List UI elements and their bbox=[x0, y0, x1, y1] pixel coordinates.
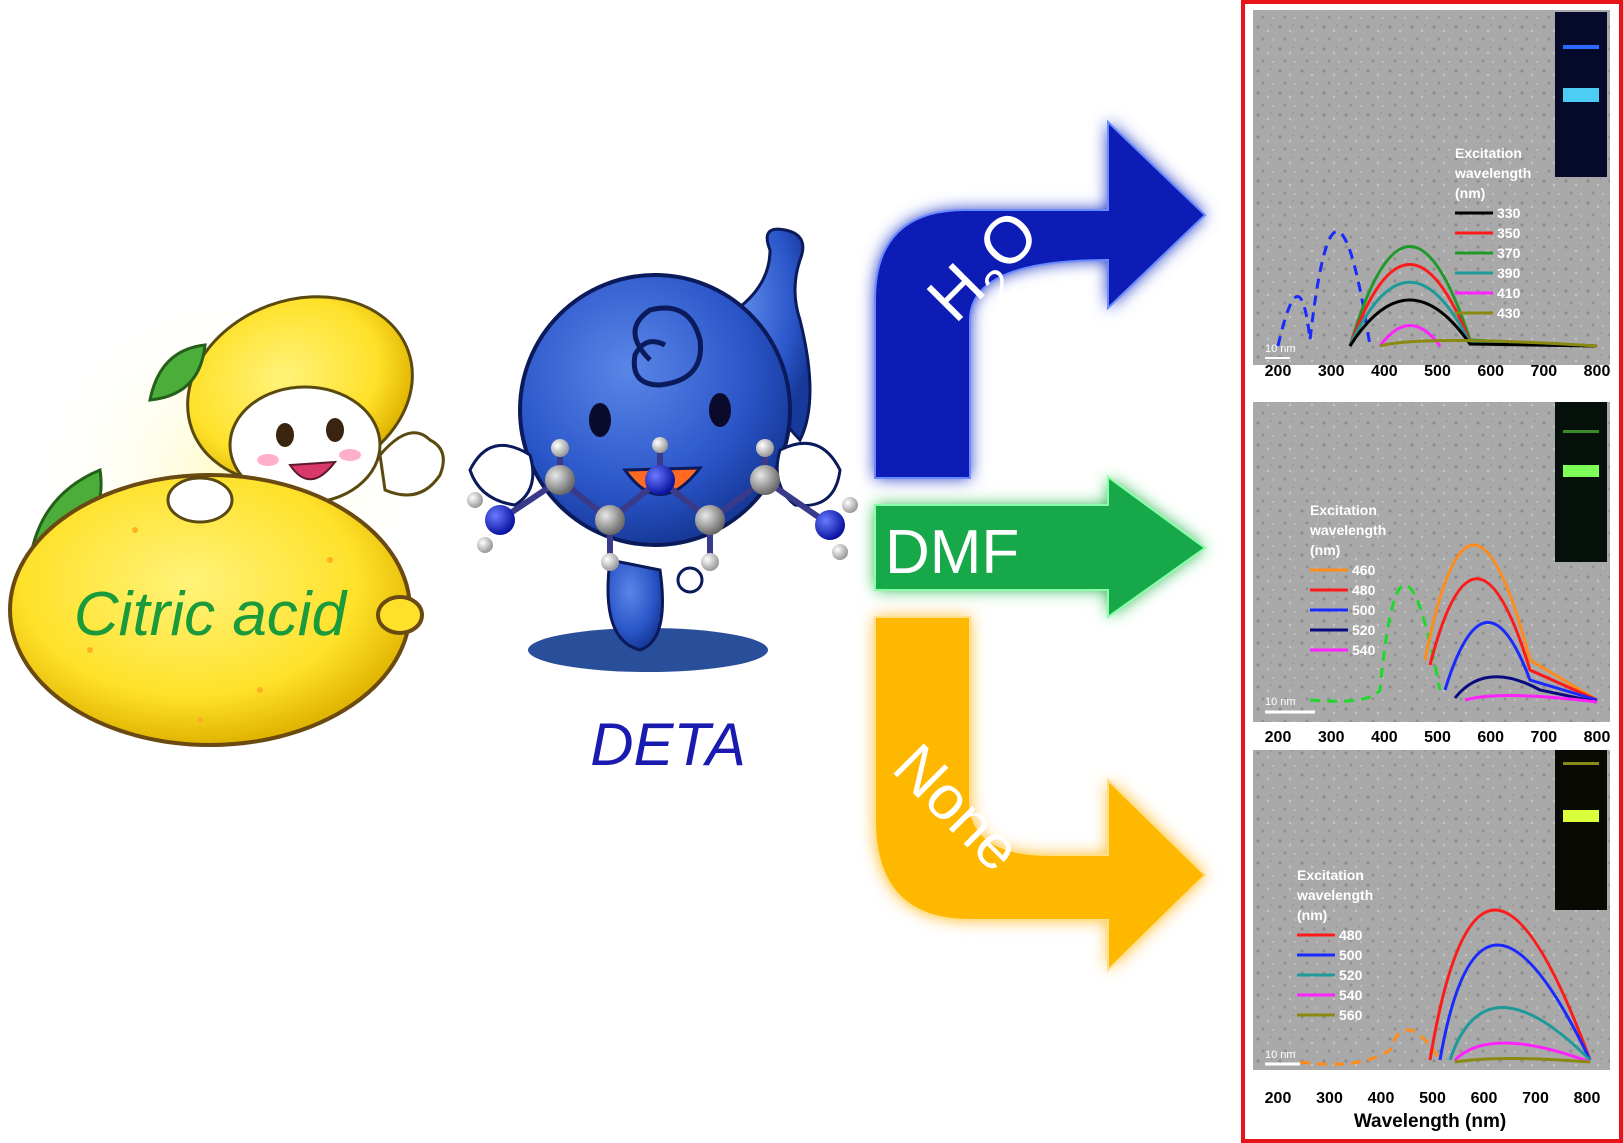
x-tick-label: 300 bbox=[1318, 363, 1345, 380]
x-tick-label: 600 bbox=[1477, 363, 1504, 380]
spectra-h2o bbox=[1276, 230, 1598, 348]
x-tick-label: 800 bbox=[1584, 729, 1611, 746]
x-tick-row-none: 200 300 400 500 600 700 800 bbox=[1265, 1090, 1601, 1107]
x-tick-label: 700 bbox=[1530, 729, 1557, 746]
x-tick-label: 700 bbox=[1530, 363, 1557, 380]
legend-entry-label: 540 bbox=[1339, 987, 1363, 1003]
x-tick-row-dmf: 200 300 400 500 600 700 800 bbox=[1265, 729, 1611, 746]
legend-entry-label: 560 bbox=[1339, 1007, 1363, 1023]
x-tick-label: 600 bbox=[1477, 729, 1504, 746]
legend-title-line: Excitation bbox=[1310, 502, 1377, 518]
legend-entry-label: 540 bbox=[1352, 642, 1376, 658]
legend-entry-label: 480 bbox=[1352, 582, 1376, 598]
legend-title-line: Excitation bbox=[1455, 145, 1522, 161]
legend-title-line: (nm) bbox=[1310, 542, 1340, 558]
x-tick-label: 800 bbox=[1574, 1090, 1601, 1107]
tem-image-none bbox=[1253, 750, 1610, 1070]
legend-entry-label: 410 bbox=[1497, 285, 1521, 301]
citric-acid-mascot: Citric acid bbox=[8, 290, 445, 747]
x-tick-label: 300 bbox=[1316, 1090, 1343, 1107]
dmf-arrow bbox=[874, 475, 1207, 619]
x-tick-label: 200 bbox=[1265, 1090, 1292, 1107]
x-tick-label: 800 bbox=[1584, 363, 1611, 380]
legend-title-line: wavelength bbox=[1454, 165, 1531, 181]
legend-title-line: (nm) bbox=[1455, 185, 1485, 201]
x-tick-label: 500 bbox=[1424, 363, 1451, 380]
legend-title-line: Excitation bbox=[1297, 867, 1364, 883]
tem-image-dmf bbox=[1253, 402, 1610, 722]
legend-entry-label: 460 bbox=[1352, 562, 1376, 578]
x-tick-label: 200 bbox=[1265, 363, 1292, 380]
none-arrow bbox=[874, 616, 1207, 973]
legend-entry-label: 430 bbox=[1497, 305, 1521, 321]
legend-entry-label: 500 bbox=[1352, 602, 1376, 618]
x-tick-row-h2o: 200 300 400 500 600 700 800 bbox=[1265, 363, 1611, 380]
scale-bar-none: 10 nm bbox=[1265, 1049, 1296, 1061]
legend-none: Excitation wavelength (nm) 480 500 520 540 560 bbox=[1296, 867, 1373, 1023]
scale-bar-dmf: 10 nm bbox=[1265, 696, 1296, 708]
vial-photo-none bbox=[1555, 750, 1607, 910]
deta-label: DETA bbox=[590, 711, 746, 778]
x-tick-label: 400 bbox=[1371, 363, 1398, 380]
citric-acid-label: Citric acid bbox=[74, 580, 349, 649]
x-tick-label: 600 bbox=[1471, 1090, 1498, 1107]
x-tick-label: 300 bbox=[1318, 729, 1345, 746]
legend-entry-label: 520 bbox=[1339, 967, 1363, 983]
legend-entry-label: 500 bbox=[1339, 947, 1363, 963]
x-tick-label: 500 bbox=[1419, 1090, 1446, 1107]
x-tick-label: 200 bbox=[1265, 729, 1292, 746]
legend-entry-label: 370 bbox=[1497, 245, 1521, 261]
legend-title-line: wavelength bbox=[1296, 887, 1373, 903]
legend-title-line: (nm) bbox=[1297, 907, 1327, 923]
dmf-label: DMF bbox=[885, 518, 1019, 587]
spectra-dmf bbox=[1309, 543, 1598, 704]
vial-photo-dmf bbox=[1555, 402, 1607, 562]
x-tick-label: 700 bbox=[1522, 1090, 1549, 1107]
legend-entry-label: 390 bbox=[1497, 265, 1521, 281]
legend-entry-label: 350 bbox=[1497, 225, 1521, 241]
spectra-none bbox=[1299, 908, 1592, 1066]
x-tick-label: 400 bbox=[1368, 1090, 1395, 1107]
scale-bar-h2o: 10 nm bbox=[1265, 343, 1296, 355]
legend-title-line: wavelength bbox=[1309, 522, 1386, 538]
deta-mascot: DETA bbox=[467, 227, 858, 778]
h2o-arrow bbox=[874, 119, 1207, 479]
x-tick-label: 500 bbox=[1424, 729, 1451, 746]
legend-entry-label: 480 bbox=[1339, 927, 1363, 943]
legend-entry-label: 330 bbox=[1497, 205, 1521, 221]
legend-dmf: Excitation wavelength (nm) 460 480 500 520 540 bbox=[1309, 502, 1386, 658]
legend-entry-label: 520 bbox=[1352, 622, 1376, 638]
x-axis-label: Wavelength (nm) bbox=[1354, 1111, 1506, 1132]
x-tick-label: 400 bbox=[1371, 729, 1398, 746]
vial-photo-h2o bbox=[1555, 12, 1607, 177]
legend-h2o: Excitation wavelength (nm) 330 350 370 390 410 4… bbox=[1454, 145, 1531, 321]
